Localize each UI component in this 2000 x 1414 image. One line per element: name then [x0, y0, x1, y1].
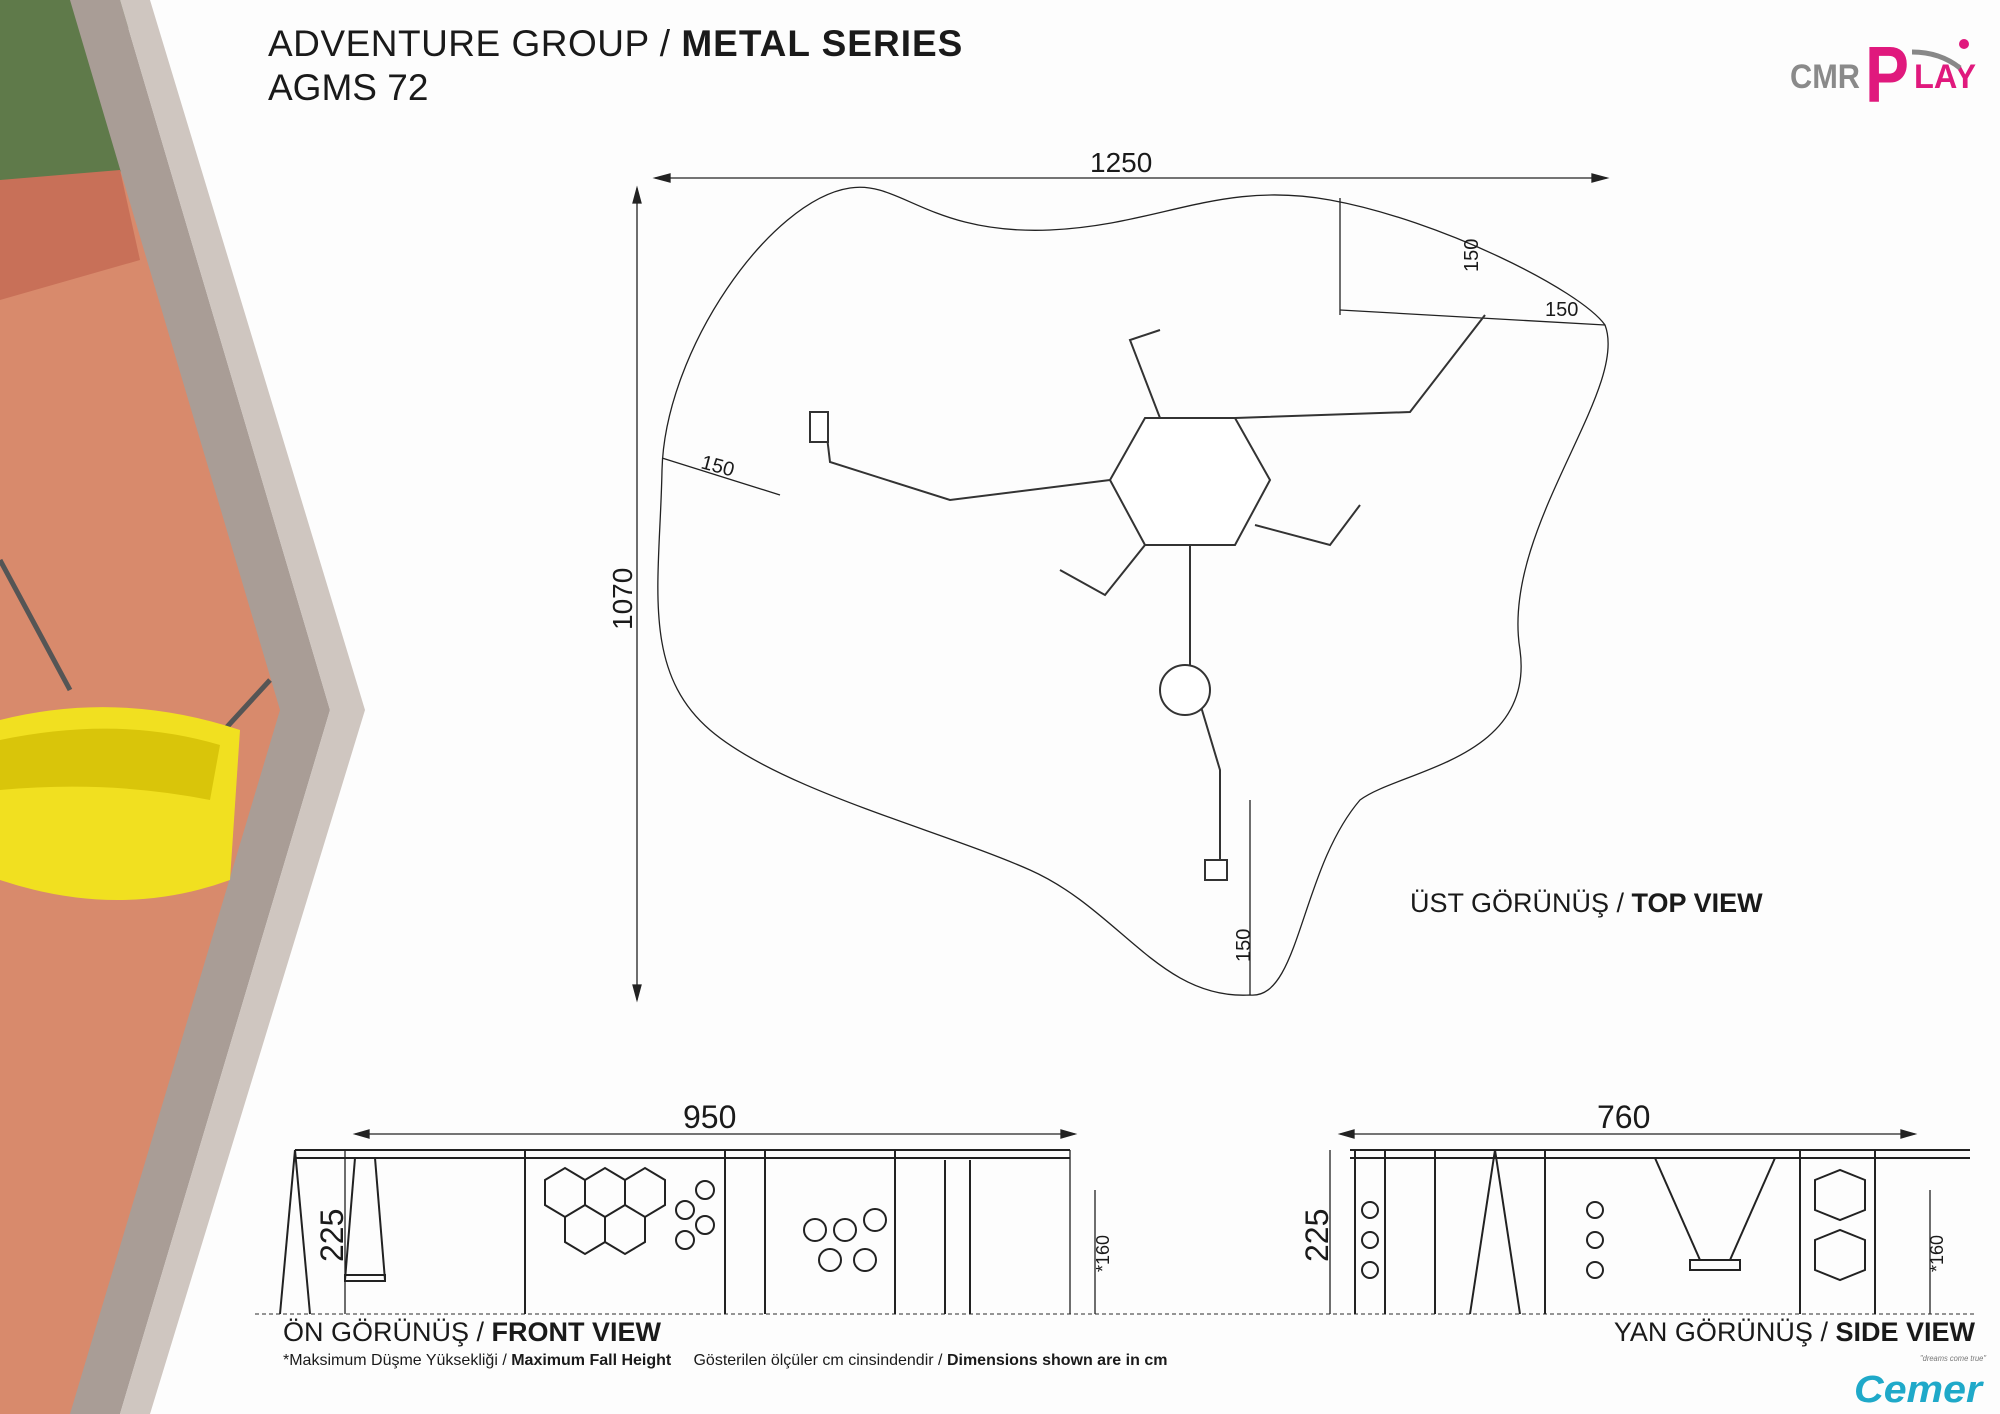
clearance-label: 150 [1461, 239, 1483, 272]
product-photo-panel [0, 0, 365, 1414]
footnote-fall-tr: *Maksimum Düşme Yüksekliği / [283, 1352, 507, 1369]
page-title: ADVENTURE GROUP / METAL SERIES [268, 22, 963, 66]
front-fall-height-label: *160 [1093, 1235, 1113, 1272]
clearance-label: 150 [1233, 929, 1255, 962]
footnote: *Maksimum Düşme Yüksekliği / Maximum Fal… [283, 1352, 1167, 1370]
clearance-label: 150 [1545, 299, 1578, 321]
top-depth-label: 1070 [607, 568, 638, 630]
play-structure-plan [809, 314, 1486, 881]
side-fall-height-label: *160 [1927, 1235, 1947, 1272]
side-view-label-tr: YAN GÖRÜNÜŞ / [1613, 1317, 1828, 1347]
side-view-drawing [1329, 1129, 1970, 1315]
side-view-label: YAN GÖRÜNÜŞ / SIDE VIEW [1614, 1317, 1975, 1348]
logo-lay-text: LAY [1914, 58, 1976, 96]
cemer-tagline: "dreams come true" [1920, 1354, 1987, 1363]
front-view-label: ÖN GÖRÜNÜŞ / FRONT VIEW [283, 1317, 661, 1348]
side-height-label: 225 [1299, 1209, 1335, 1262]
logo-cmr-text: CMR [1790, 58, 1860, 96]
cemer-wordmark: Cemer [1854, 1369, 1984, 1408]
elevation-drawings: 950 225 *160 760 225 *160 [255, 1099, 1977, 1315]
top-width-label: 1250 [1090, 150, 1152, 178]
clearance-label: 150 [699, 452, 737, 482]
title-group: ADVENTURE GROUP / [268, 23, 671, 64]
front-view-drawing [279, 1129, 1096, 1315]
model-code: AGMS 72 [268, 67, 429, 108]
safety-zone-outline [657, 186, 1609, 996]
front-height-label: 225 [314, 1209, 350, 1262]
side-width-label: 760 [1597, 1099, 1650, 1135]
footnote-fall-en: Maximum Fall Height [511, 1352, 672, 1369]
side-view-label-en: SIDE VIEW [1835, 1317, 1975, 1347]
front-view-label-tr: ÖN GÖRÜNÜŞ / [283, 1317, 485, 1347]
cemer-logo: "dreams come true" Cemer [1854, 1354, 1987, 1408]
title-series: METAL SERIES [681, 23, 964, 64]
logo-p-text: P [1865, 30, 1909, 108]
top-view-label: ÜST GÖRÜNÜŞ / TOP VIEW [1410, 888, 1763, 919]
top-view-label-tr: ÜST GÖRÜNÜŞ / [1410, 888, 1625, 918]
front-width-label: 950 [683, 1099, 736, 1135]
top-view-drawing: 1250 1070 150 150 150 150 [607, 150, 1610, 1003]
footnote-dims-en: Dimensions shown are in cm [946, 1352, 1168, 1369]
front-view-label-en: FRONT VIEW [491, 1317, 662, 1347]
footnote-dims-tr: Gösterilen ölçüler cm cinsindendir / [693, 1352, 943, 1369]
cmrplay-logo: CMR P LAY [1790, 30, 1976, 108]
top-view-label-en: TOP VIEW [1631, 888, 1763, 918]
yellow-swing-seat-icon [0, 558, 272, 900]
